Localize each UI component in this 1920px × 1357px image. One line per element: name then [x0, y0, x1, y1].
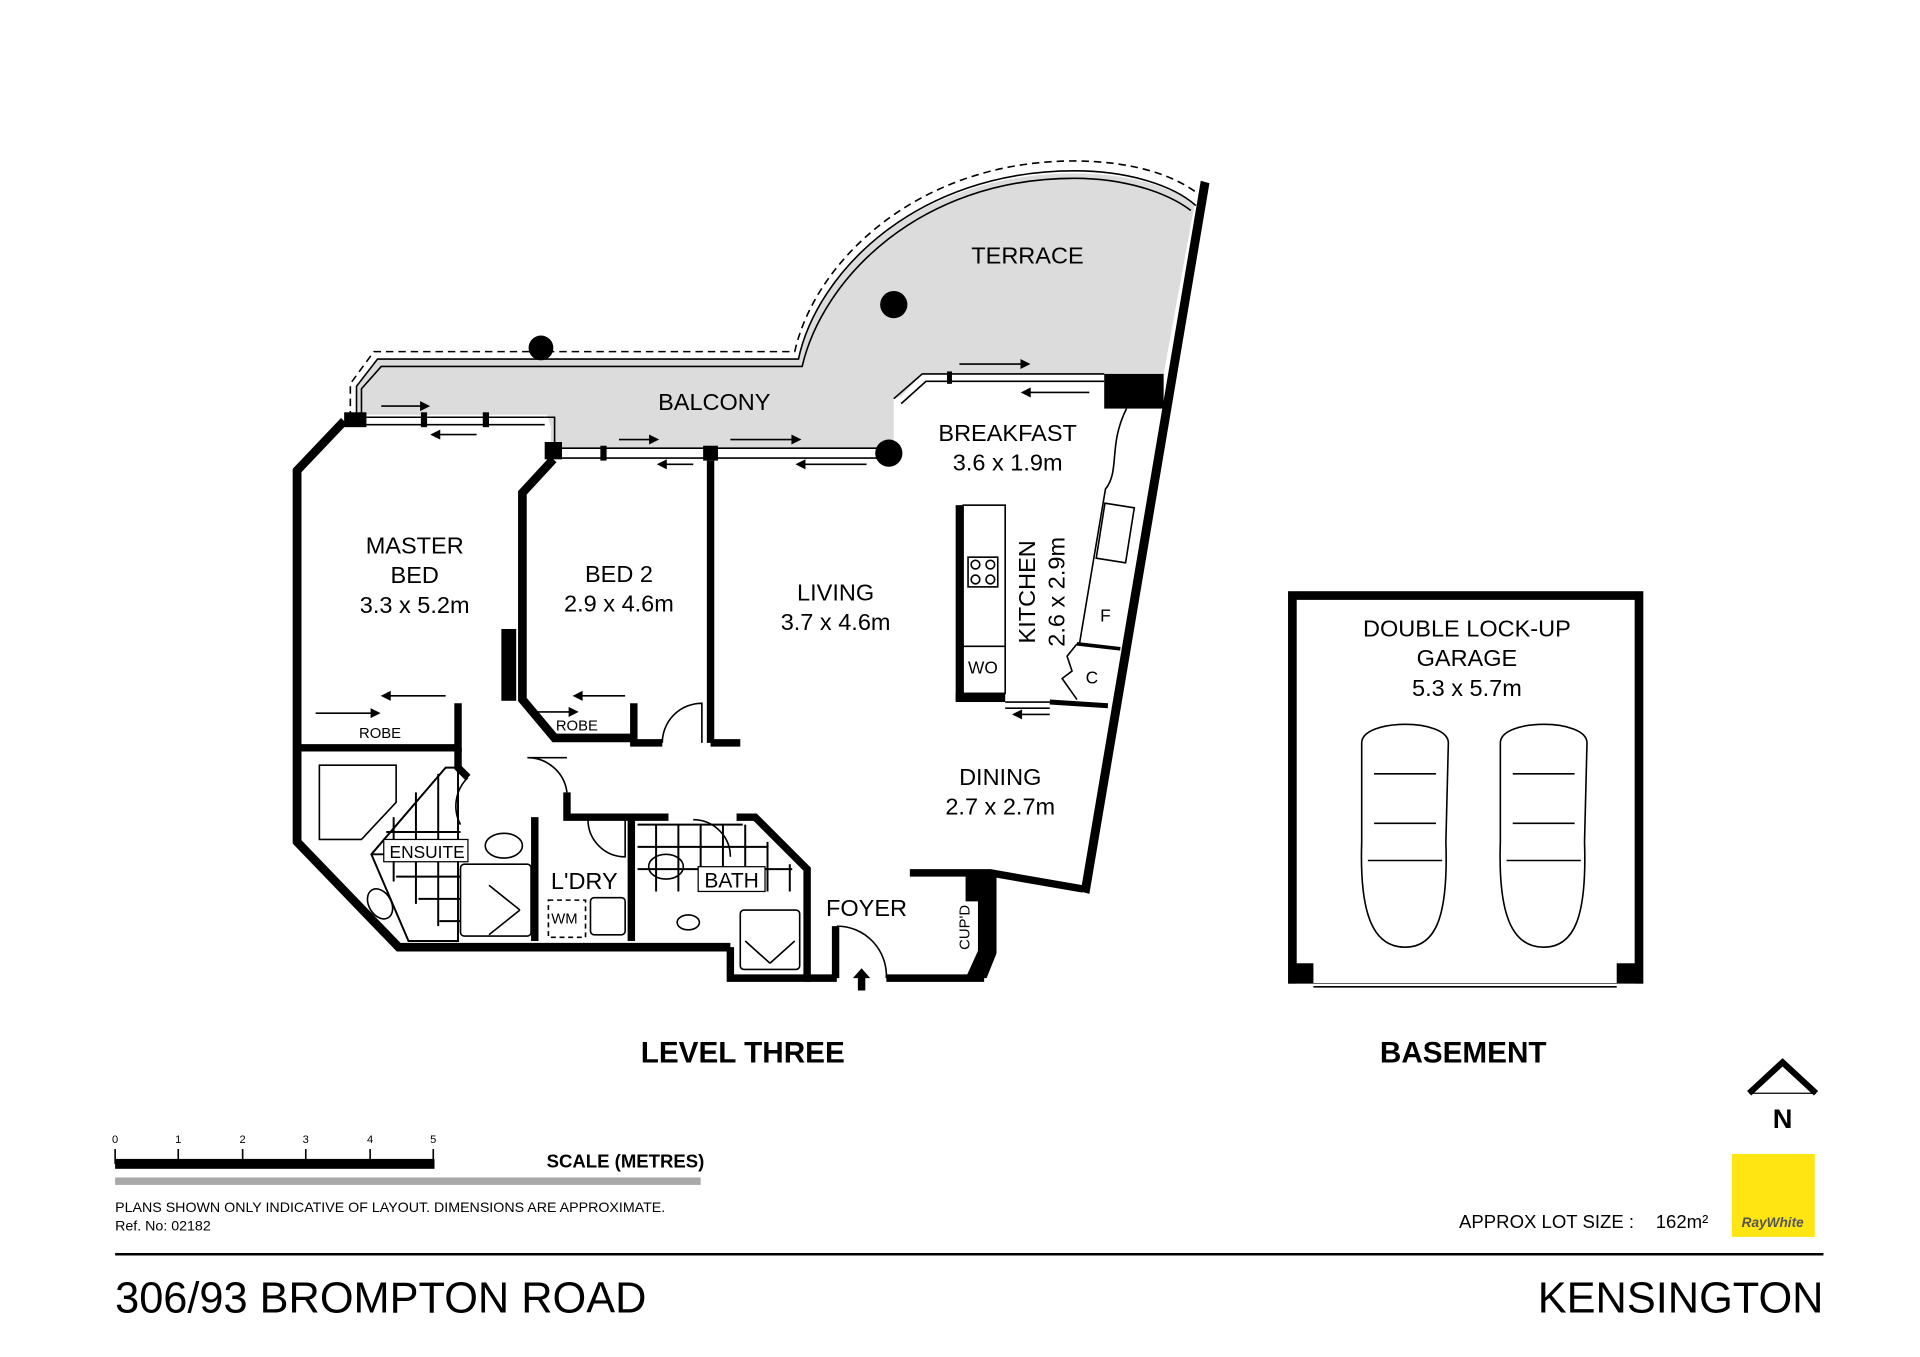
reference-number: Ref. No: 02182: [115, 1219, 211, 1235]
breakfast-size: 3.6 x 1.9m: [953, 449, 1063, 475]
robe-master-label: ROBE: [359, 726, 401, 742]
living-label: LIVING: [797, 579, 874, 605]
ensuite-label: ENSUITE: [390, 842, 465, 862]
kitchen-size: 2.6 x 2.9m: [1044, 537, 1070, 647]
scale-bar: [114, 1148, 701, 1185]
scale-tick-2: 2: [240, 1134, 246, 1146]
north-arrow-icon: [1747, 1058, 1819, 1096]
disclaimer: PLANS SHOWN ONLY INDICATIVE OF LAYOUT. D…: [115, 1200, 665, 1216]
sliding-door-arrows: [315, 358, 1090, 720]
level-three-title: LEVEL THREE: [641, 1036, 845, 1069]
dining-size: 2.7 x 2.7m: [945, 794, 1055, 820]
scale-tick-4: 4: [367, 1134, 373, 1146]
fridge-label: F: [1100, 606, 1111, 626]
washing-machine-label: WM: [551, 912, 577, 928]
column: [880, 290, 908, 319]
scale-tick-1: 1: [175, 1134, 181, 1146]
garage-size: 5.3 x 5.7m: [1412, 675, 1522, 701]
lot-size-label: APPROX LOT SIZE :: [1459, 1211, 1634, 1232]
dining-label: DINING: [959, 764, 1041, 790]
door-swings: [455, 702, 888, 979]
scale-tick-5: 5: [430, 1134, 436, 1146]
column: [875, 439, 903, 467]
raywhite-logo-text: RayWhite: [1742, 1215, 1804, 1230]
balcony-label: BALCONY: [658, 389, 771, 415]
breakfast-label: BREAKFAST: [938, 420, 1077, 446]
master-bed-size: 3.3 x 5.2m: [360, 592, 470, 618]
master-bed-label-2: BED: [391, 562, 439, 588]
foyer-label: FOYER: [826, 895, 907, 921]
terrace-balcony-area: [349, 160, 1204, 449]
car-icon: [1360, 723, 1450, 948]
property-suburb: KENSINGTON: [1538, 1274, 1824, 1322]
laundry-label: L'DRY: [551, 868, 618, 894]
lot-size-value: 162m²: [1656, 1211, 1709, 1232]
scale-label: SCALE (METRES): [547, 1151, 705, 1172]
living-size: 3.7 x 4.6m: [781, 609, 891, 635]
garage-label-2: GARAGE: [1417, 645, 1518, 671]
bath-label: BATH: [704, 870, 759, 893]
column: [528, 335, 554, 361]
garage-label-1: DOUBLE LOCK-UP: [1363, 615, 1571, 641]
bed2-size: 2.9 x 4.6m: [564, 591, 674, 617]
kitchen-label: KITCHEN: [1014, 540, 1040, 643]
robe-bed2-label: ROBE: [556, 719, 598, 735]
north-letter: N: [1773, 1103, 1793, 1134]
raywhite-logo: [1731, 1153, 1815, 1237]
property-address: 306/93 BROMPTON ROAD: [115, 1274, 646, 1322]
terrace-label: TERRACE: [971, 243, 1083, 269]
scale-tick-0: 0: [112, 1134, 118, 1146]
car-icon: [1499, 723, 1588, 948]
entry-arrow-icon: [852, 968, 871, 991]
cupboard-label: CUP'D: [957, 905, 973, 950]
scale-tick-3: 3: [303, 1134, 309, 1146]
walls: [292, 371, 1644, 988]
fixtures: [318, 764, 801, 971]
bed2-label: BED 2: [585, 561, 653, 587]
master-bed-label: MASTER: [366, 532, 464, 558]
cupboard-c-label: C: [1086, 667, 1099, 687]
wall-oven-label: WO: [968, 658, 998, 678]
basement-title: BASEMENT: [1380, 1036, 1547, 1069]
